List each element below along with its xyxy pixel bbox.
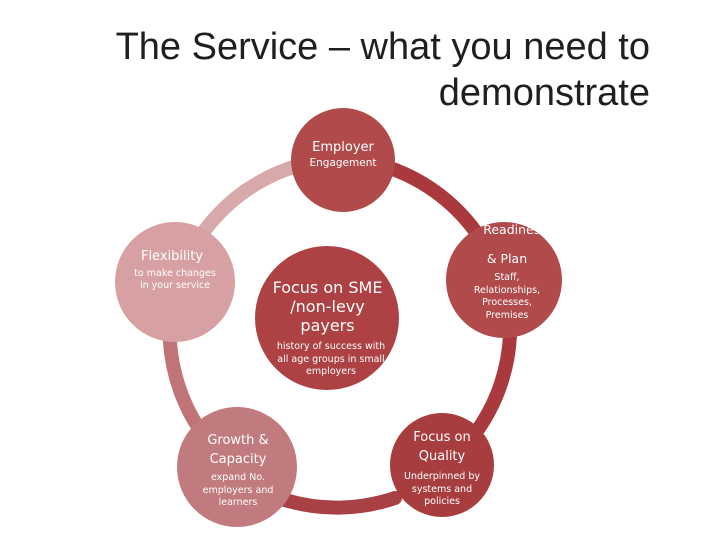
- center-circle: [255, 246, 399, 390]
- growth-subtitle: expand No. employers and learners: [202, 472, 274, 508]
- flexibility-title: Flexibility: [140, 249, 204, 264]
- center-subtitle: history of success with all age groups i…: [276, 341, 386, 377]
- growth-text: Growth & Capacity expand No. employers a…: [190, 431, 286, 510]
- growth-node: [177, 407, 297, 527]
- quality-subtitle: Underpinned by systems and policies: [403, 471, 480, 507]
- quality-text: Focus on Quality Underpinned by systems …: [398, 428, 486, 509]
- employer-title: Employer: [312, 140, 374, 155]
- quality-title: Focus on Quality: [413, 430, 471, 464]
- ring-arc-quality-growth: [278, 491, 402, 515]
- quality-node: [390, 413, 494, 517]
- flexibility-subtitle: to make changes in your service: [134, 268, 216, 291]
- readiness-title-2: & Plan: [486, 251, 528, 266]
- ring-arc-readiness-quality: [463, 328, 517, 447]
- page-title: The Service – what you need to demonstra…: [115, 26, 650, 114]
- readiness-text: Readiness & Plan Staff, Relationships, P…: [462, 221, 552, 322]
- growth-title: Growth & Capacity: [207, 433, 269, 467]
- ring-arc-employer-readiness: [383, 161, 487, 245]
- employer-node: [291, 108, 395, 212]
- employer-text: Employer Engagement: [295, 139, 391, 171]
- readiness-title: Readiness: [483, 222, 547, 237]
- readiness-node: [446, 222, 562, 338]
- ring-arc-flexibility-employer: [198, 158, 307, 237]
- readiness-subtitle: Staff, Relationships, Processes, Premise…: [473, 272, 541, 321]
- flexibility-text: Flexibility to make changes in your serv…: [125, 248, 225, 292]
- employer-subtitle: Engagement: [309, 157, 377, 169]
- center-title: Focus on SME /non-levy payers: [272, 278, 383, 335]
- flexibility-node: [115, 222, 235, 342]
